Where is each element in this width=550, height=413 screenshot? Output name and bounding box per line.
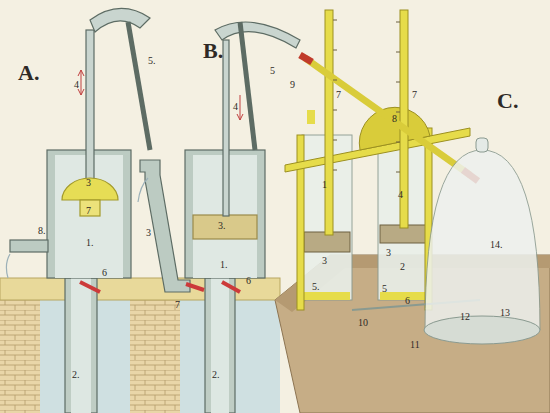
callout-number: 3 [386, 248, 391, 258]
callout-number: 9 [290, 80, 295, 90]
rack-teeth [333, 140, 400, 142]
callout-number: 14. [490, 240, 503, 250]
brick-wall [0, 300, 40, 413]
lift-pump [6, 8, 150, 413]
callout-number: 2. [212, 370, 220, 380]
callout-number: 2 [400, 262, 405, 272]
rack-teeth [333, 110, 400, 112]
figure-letter: C. [497, 90, 518, 112]
rack-teeth [333, 170, 400, 172]
callout-number: 6 [405, 296, 410, 306]
callout-number: 6 [246, 276, 251, 286]
callout-number: 10 [358, 318, 368, 328]
rack-teeth [333, 20, 400, 22]
callout-number: 11 [410, 340, 420, 350]
callout-number: 3 [322, 256, 327, 266]
callout-number: 8. [38, 226, 46, 236]
callout-number: 7 [412, 90, 417, 100]
callout-number: 13 [500, 308, 510, 318]
air-pump [275, 10, 550, 413]
callout-number: 3. [218, 221, 226, 231]
callout-number: 5. [148, 56, 156, 66]
callout-number: 7 [86, 206, 91, 216]
brick-wall [130, 300, 180, 413]
ground-slab [0, 278, 280, 300]
callout-number: 4 [233, 102, 238, 112]
callout-number: 4 [398, 190, 403, 200]
figure-letter: A. [18, 62, 39, 84]
callout-number: 1 [322, 180, 327, 190]
callout-number: 6 [102, 268, 107, 278]
callout-number: 3 [86, 178, 91, 188]
callout-number: 2. [72, 370, 80, 380]
callout-number: 4 [74, 80, 79, 90]
callout-number: 7 [336, 90, 341, 100]
callout-number: 5 [270, 66, 275, 76]
force-pump [138, 22, 300, 413]
callout-number: 5. [312, 282, 320, 292]
callout-number: 1. [86, 238, 94, 248]
callout-number: 1. [220, 260, 228, 270]
callout-number: 7 [175, 300, 180, 310]
callout-number: 12 [460, 312, 470, 322]
rack-teeth [333, 80, 400, 82]
callout-number: 5 [382, 284, 387, 294]
figure-letter: B. [203, 40, 223, 62]
callout-number: 3 [146, 228, 151, 238]
callout-number: 8 [392, 114, 397, 124]
rack-teeth [333, 50, 400, 52]
